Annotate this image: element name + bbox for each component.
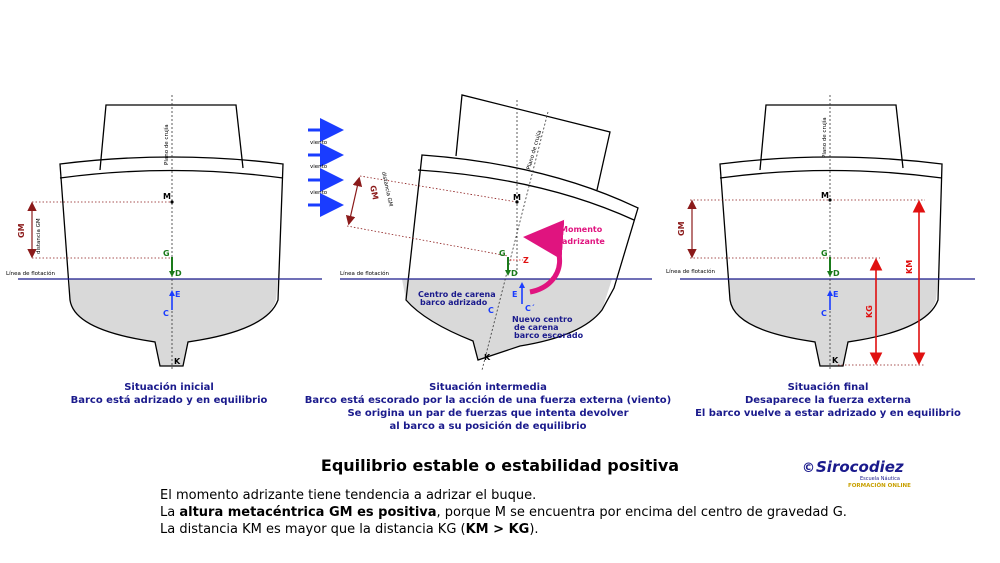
km-label: KM bbox=[905, 260, 914, 274]
carena-label-1: Centro de carena bbox=[418, 290, 496, 299]
caption-intermediate-3: Se origina un par de fuerzas que intenta… bbox=[347, 408, 628, 419]
panel-intermediate: viento viento viento Línea de flotación … bbox=[305, 94, 671, 432]
point-d-label: D bbox=[833, 269, 840, 278]
gm-label: GM bbox=[17, 223, 26, 238]
wind-arrows: viento viento viento bbox=[308, 118, 344, 217]
point-d-label: D bbox=[511, 269, 518, 278]
point-g-label: G bbox=[821, 249, 828, 258]
page-title: Equilibrio estable o estabilidad positiv… bbox=[320, 456, 680, 475]
kg-label: KG bbox=[865, 305, 874, 318]
point-e-label: E bbox=[175, 290, 180, 299]
point-e-label: E bbox=[833, 290, 838, 299]
carena-label-2: barco adrizado bbox=[420, 298, 488, 307]
point-m-label: M bbox=[163, 192, 171, 201]
waterline-label: Línea de flotación bbox=[340, 270, 389, 277]
point-c-label: C bbox=[163, 309, 169, 318]
explanation-line-3: La distancia KM es mayor que la distanci… bbox=[160, 521, 880, 538]
explanation-line-3-post: ). bbox=[529, 522, 539, 537]
gm-distance-label: distancia GM bbox=[380, 171, 393, 207]
caption-intermediate-1: Situación intermedia bbox=[429, 381, 547, 393]
point-e-label: E bbox=[512, 290, 517, 299]
buoyancy-arrowhead bbox=[827, 290, 833, 296]
explanation-line-2-post: , porque M se encuentra por encima del c… bbox=[436, 505, 847, 520]
underwater-hull bbox=[728, 279, 938, 366]
caption-initial-1: Situación inicial bbox=[124, 381, 214, 393]
plano-label: Plano de crujía bbox=[821, 117, 828, 158]
buoyancy-arrowhead bbox=[169, 290, 175, 296]
wind-label: viento bbox=[310, 140, 328, 146]
point-g-label: G bbox=[163, 249, 170, 258]
new-carena-label-1: Nuevo centro bbox=[512, 315, 573, 324]
point-z-label: Z bbox=[523, 256, 529, 265]
plano-label: Plano de crujía bbox=[525, 130, 543, 171]
explanation-line-1: El momento adrizante tiene tendencia a a… bbox=[160, 488, 537, 503]
caption-intermediate-4: al barco a su posición de equilibrio bbox=[390, 420, 587, 432]
caption-final-1: Situación final bbox=[788, 381, 869, 393]
logo: © Sirocodiez Escuela Náutica FORMACIÓN O… bbox=[800, 456, 920, 492]
caption-initial-2: Barco está adrizado y en equilibrio bbox=[71, 394, 268, 406]
point-m bbox=[170, 200, 174, 204]
waterline-label: Línea de flotación bbox=[6, 270, 55, 277]
new-carena-label-2: de carena bbox=[514, 323, 559, 332]
buoyancy-arrowhead bbox=[519, 282, 525, 288]
logo-graphic: © Sirocodiez Escuela Náutica FORMACIÓN O… bbox=[802, 458, 911, 489]
new-carena-label-3: barco escorado bbox=[514, 331, 584, 340]
moment-label-2: adrizante bbox=[562, 237, 605, 246]
hull-outline bbox=[405, 154, 639, 361]
moment-label-1: Momento bbox=[560, 225, 603, 234]
point-c2-label: C´ bbox=[525, 303, 535, 313]
logo-sub: Escuela Náutica bbox=[860, 475, 900, 482]
deck-line bbox=[417, 169, 635, 221]
point-m-label: M bbox=[821, 191, 829, 200]
point-c-label: C bbox=[821, 309, 827, 318]
wind-label: viento bbox=[310, 164, 328, 170]
superstructure bbox=[759, 104, 904, 171]
explanation: El momento adrizante tiene tendencia a a… bbox=[160, 487, 880, 538]
superstructure bbox=[455, 94, 611, 191]
waterline-label: Línea de flotación bbox=[666, 268, 715, 275]
point-k-label: K bbox=[484, 353, 491, 362]
logo-name: Sirocodiez bbox=[816, 458, 904, 476]
underwater-hull bbox=[70, 279, 278, 366]
point-m-label: M bbox=[513, 193, 521, 202]
deck-line bbox=[59, 169, 284, 179]
point-g-label: G bbox=[499, 249, 506, 258]
logo-tag: FORMACIÓN ONLINE bbox=[848, 482, 911, 489]
panel-initial: Línea de flotación Plano de crujía GM di… bbox=[6, 95, 322, 406]
point-k-label: K bbox=[174, 357, 181, 366]
gm-label: GM bbox=[368, 185, 380, 201]
caption-final-3: El barco vuelve a estar adrizado y en eq… bbox=[695, 408, 961, 419]
moment-arrow bbox=[523, 219, 565, 295]
gravity-arrowhead bbox=[169, 271, 175, 277]
gravity-arrowhead bbox=[827, 271, 833, 277]
deck-line bbox=[719, 169, 943, 179]
centerline bbox=[481, 111, 549, 371]
point-d-label: D bbox=[175, 269, 182, 278]
point-m bbox=[828, 198, 832, 202]
gravity-arrowhead bbox=[505, 270, 511, 276]
gm-arrow bbox=[345, 176, 363, 226]
gm-distance-label: distancia GM bbox=[36, 218, 42, 254]
point-c-label: C bbox=[488, 306, 494, 315]
underwater-hull bbox=[402, 279, 612, 360]
explanation-line-2: La altura metacéntrica GM es positiva, p… bbox=[160, 504, 880, 521]
caption-final-2: Desaparece la fuerza externa bbox=[745, 395, 911, 406]
logo-copyright: © bbox=[802, 461, 815, 476]
explanation-line-2-pre: La bbox=[160, 505, 180, 520]
caption-intermediate-2: Barco está escorado por la acción de una… bbox=[305, 394, 671, 406]
ref-line-g bbox=[346, 225, 509, 257]
gm-label: GM bbox=[677, 221, 686, 236]
plano-label: Plano de crujía bbox=[163, 124, 170, 165]
explanation-line-2-bold: altura metacéntrica GM es positiva bbox=[179, 505, 437, 520]
wind-label: viento bbox=[310, 190, 328, 196]
point-k-label: K bbox=[832, 356, 839, 365]
panel-final: Línea de flotación Plano de crujía GM KM… bbox=[666, 95, 975, 419]
explanation-line-3-pre: La distancia KM es mayor que la distanci… bbox=[160, 522, 466, 537]
superstructure bbox=[99, 104, 244, 171]
explanation-line-3-bold: KM > KG bbox=[465, 522, 530, 537]
point-m bbox=[515, 200, 519, 204]
hull-outline bbox=[59, 156, 284, 367]
